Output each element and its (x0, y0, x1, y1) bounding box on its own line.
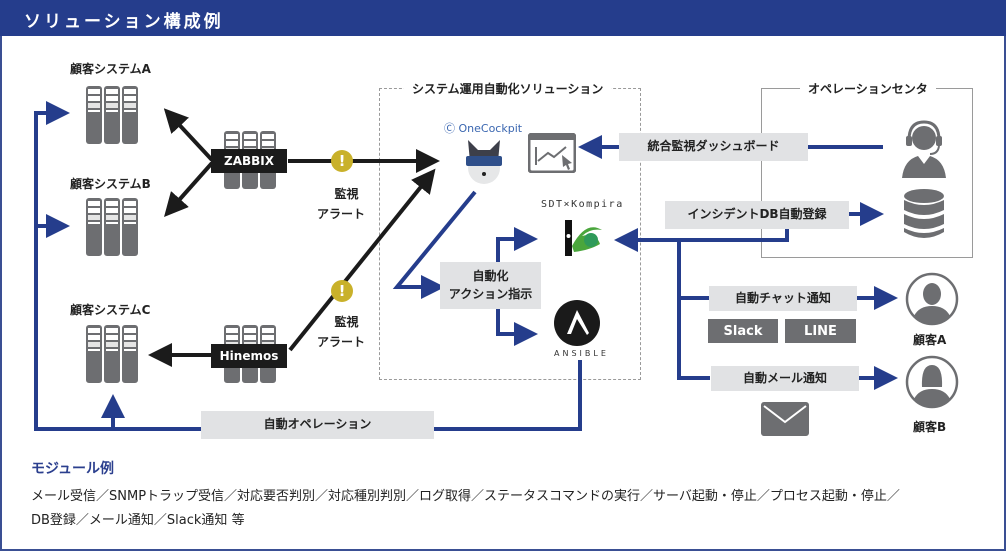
arrow-hinemos-to-onecockpit (288, 168, 436, 352)
kompira-label: SDT×Kompira (541, 199, 624, 210)
server-rack-icon (86, 198, 140, 260)
database-icon (904, 189, 944, 238)
operator-headset-icon (902, 120, 946, 178)
operation-center-title: オペレーションセンタ (800, 80, 936, 97)
auto-operation-loop (34, 101, 582, 431)
arrow-zabbix-to-system-b (164, 161, 214, 217)
customer-b-avatar-icon (905, 355, 959, 409)
arrow-action-to-kompira (496, 227, 538, 262)
server-rack-icon (86, 86, 140, 148)
customer-a-avatar-icon (905, 272, 959, 326)
alert-label-1: 監視 アラート (317, 184, 365, 224)
module-examples-line1: メール受信／SNMPトラップ受信／対応要否判別／対応種別判別／ログ取得／ステータ… (31, 489, 900, 504)
automation-action-box: 自動化 アクション指示 (440, 262, 541, 309)
alert-line2: アラート (317, 207, 366, 221)
action-line2: アクション指示 (448, 286, 533, 301)
onecockpit-label: OneCockpit (458, 122, 523, 135)
alert-line1: 監視 (334, 315, 359, 329)
notify-trunk (677, 240, 710, 380)
customer-b-label: 顧客B (913, 420, 947, 434)
ansible-label: ANSIBLE (554, 349, 609, 358)
alert-icon: ! (331, 150, 353, 172)
zabbix-tag: ZABBIX (211, 149, 287, 173)
action-line1: 自動化 (472, 269, 509, 284)
server-rack-icon (86, 325, 140, 387)
dashboard-flow-box: 統合監視ダッシュボード (619, 133, 808, 161)
slack-tag: Slack (708, 319, 778, 343)
line-tag: LINE (785, 319, 856, 343)
ansible-logo-icon (554, 300, 600, 346)
alert-icon: ! (331, 280, 353, 302)
module-examples-title: モジュール例 (31, 461, 115, 477)
dashboard-monitor-icon (528, 133, 576, 173)
customer-system-a-label: 顧客システムA (70, 62, 151, 76)
customer-system-b-label: 顧客システムB (70, 177, 151, 191)
customer-a-label: 顧客A (913, 333, 947, 347)
chat-notify-flow-box: 自動チャット通知 (709, 286, 857, 311)
hinemos-tag: Hinemos (211, 344, 287, 368)
alert-line2: アラート (317, 335, 366, 349)
onecockpit-c-icon: Ⓒ (444, 122, 455, 135)
arrow-db-to-kompira (614, 228, 789, 252)
module-examples-line2: DB登録／メール通知／Slack通知 等 (31, 513, 245, 528)
arrow-zabbix-to-system-a (163, 108, 214, 162)
mail-envelope-icon (761, 402, 809, 436)
arrow-onecockpit-to-action (392, 190, 477, 299)
arrow-action-to-ansible (496, 308, 538, 346)
incident-db-flow-box: インシデントDB自動登録 (665, 201, 849, 229)
alert-line1: 監視 (334, 187, 359, 201)
onecockpit-logo: Ⓒ OneCockpit (444, 120, 522, 136)
solution-group-title: システム運用自動化ソリューション (404, 80, 612, 97)
onecockpit-mascot-icon (466, 140, 502, 184)
auto-operation-flow-box: 自動オペレーション (201, 411, 434, 439)
page-title: ソリューション構成例 (0, 0, 1006, 36)
alert-label-2: 監視 アラート (317, 312, 365, 352)
kompira-logo-icon (565, 220, 602, 256)
mail-notify-flow-box: 自動メール通知 (711, 366, 859, 391)
customer-system-c-label: 顧客システムC (70, 303, 151, 317)
